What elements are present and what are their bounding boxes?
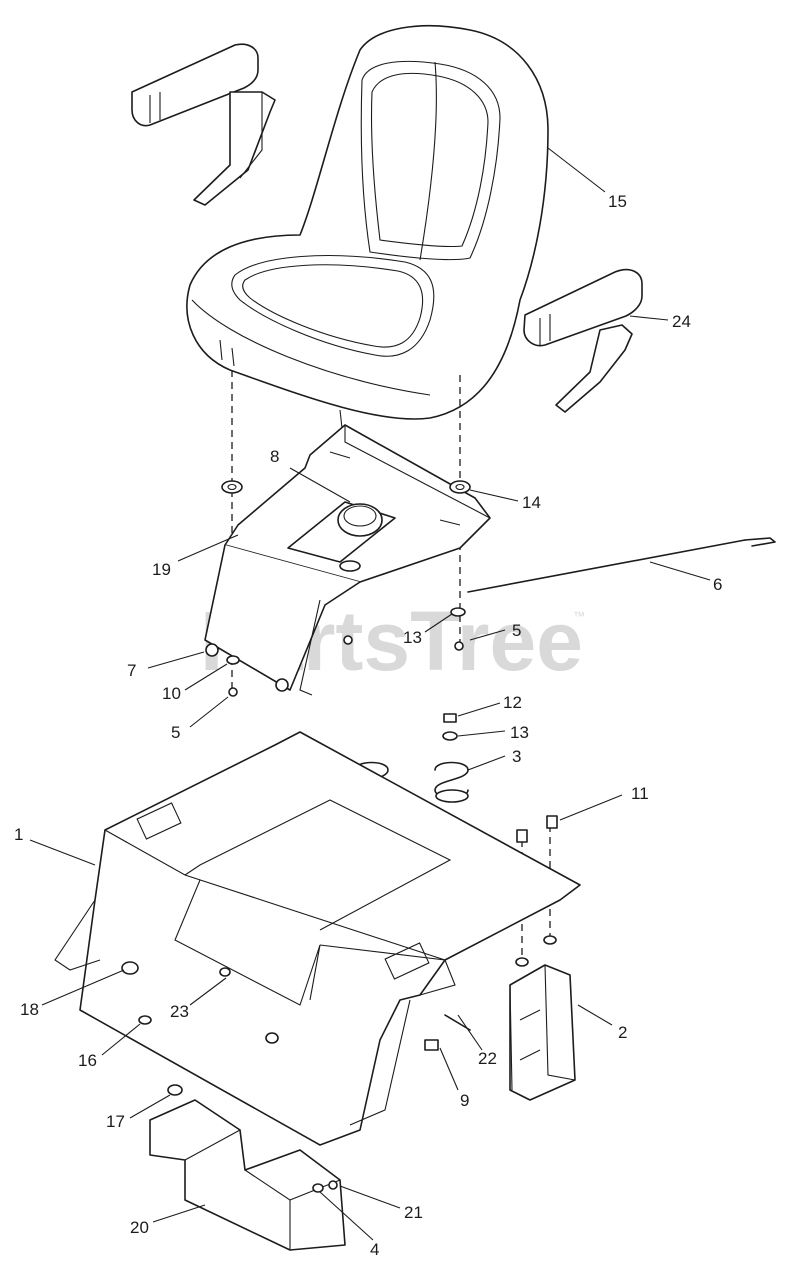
- callout-15: 15: [608, 192, 627, 211]
- callout-10: 10: [162, 684, 181, 703]
- seat-pan: [204, 424, 491, 696]
- side-bracket: [509, 964, 576, 1101]
- callout-9: 9: [460, 1091, 469, 1110]
- callout-22: 22: [478, 1049, 497, 1068]
- callout-11: 11: [631, 784, 649, 803]
- callout-2: 2: [618, 1023, 627, 1042]
- callout-8: 8: [270, 447, 279, 466]
- callout-21: 21: [404, 1203, 423, 1222]
- callout-4: 4: [370, 1240, 379, 1259]
- callout-17: 17: [106, 1112, 125, 1131]
- callout-16: 16: [78, 1051, 97, 1070]
- callout-13-upper: 13: [403, 628, 422, 647]
- callout-1: 1: [14, 825, 23, 844]
- callout-14: 14: [522, 493, 541, 512]
- leader-lines: [29, 147, 711, 1241]
- callout-labels: 15 24 8 14 19 6 13 5 7 10 5 12 13 3 11 1…: [14, 192, 722, 1259]
- callout-12: 12: [503, 693, 522, 712]
- callout-3: 3: [512, 747, 521, 766]
- callout-18: 18: [20, 1000, 39, 1019]
- callout-20: 20: [130, 1218, 149, 1237]
- armrest-right: [523, 268, 643, 413]
- callout-19: 19: [152, 560, 171, 579]
- callout-24: 24: [672, 312, 691, 331]
- callout-7: 7: [127, 661, 136, 680]
- watermark-trademark: ™: [573, 609, 585, 623]
- seat: [186, 25, 549, 429]
- callout-6: 6: [713, 575, 722, 594]
- main-frame: [54, 731, 581, 1146]
- callout-23: 23: [170, 1002, 189, 1021]
- callout-5-left: 5: [171, 723, 180, 742]
- armrest-left: [131, 43, 276, 206]
- callout-5-right: 5: [512, 621, 521, 640]
- hardware: [121, 480, 558, 1193]
- cable: [467, 537, 776, 593]
- callout-13-lower: 13: [510, 723, 529, 742]
